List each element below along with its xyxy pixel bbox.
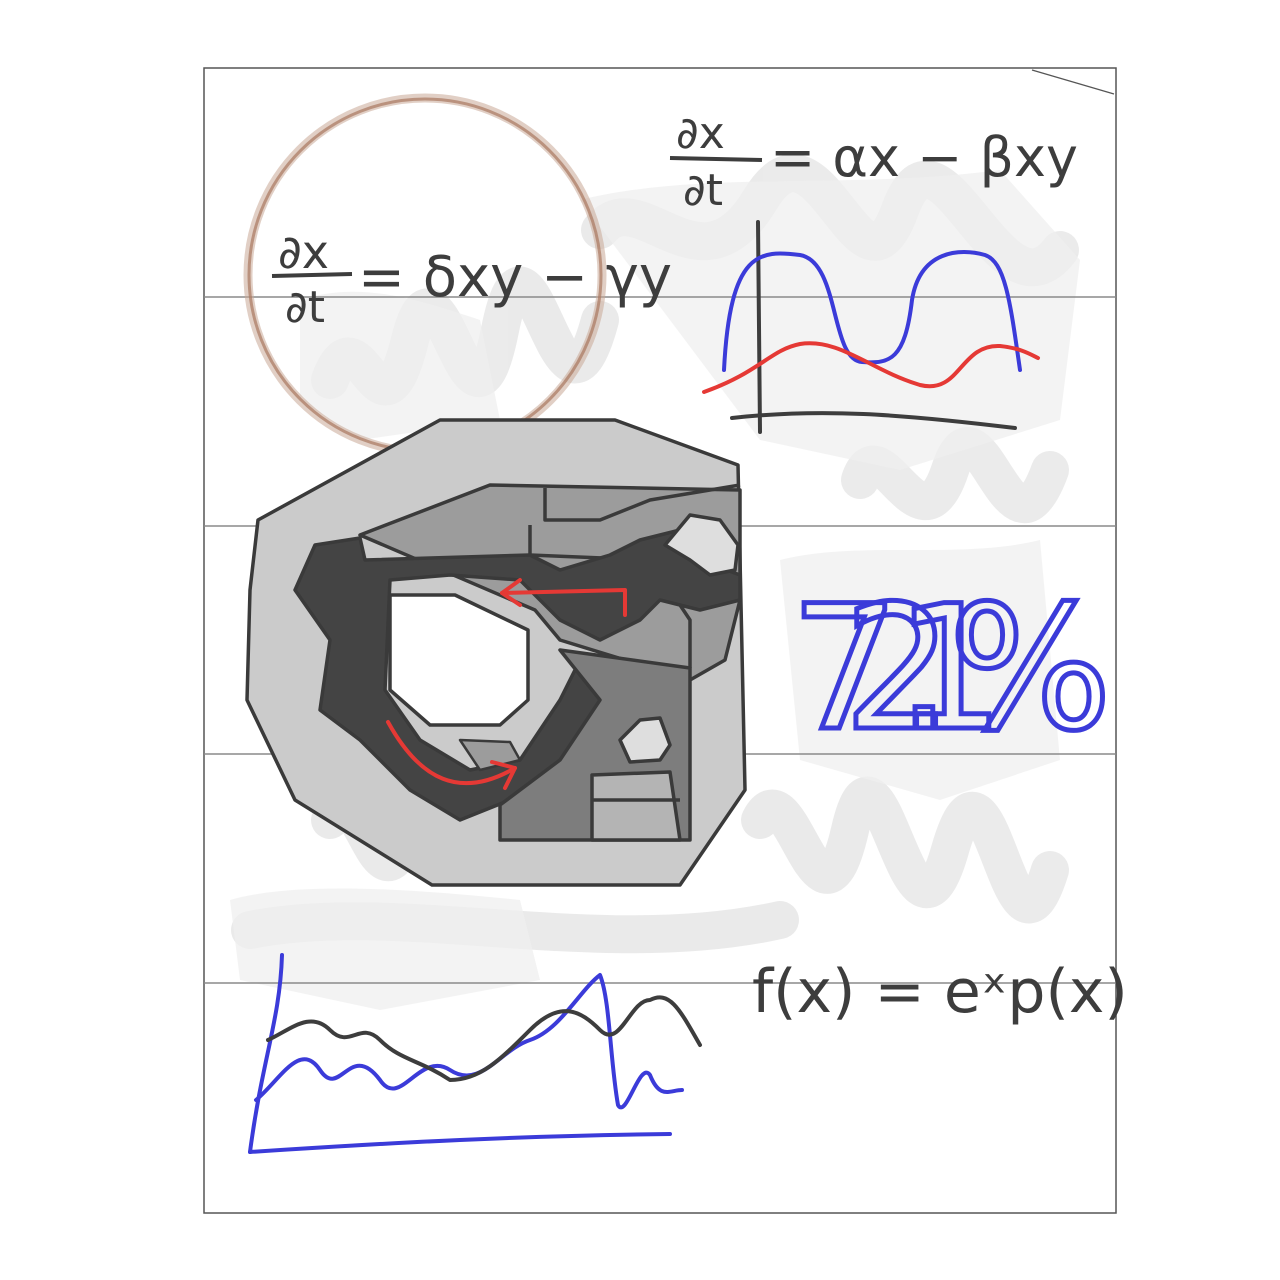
- equation-circle-rhs: = δxy − γy: [358, 245, 672, 310]
- maze-right-hole: [663, 513, 740, 577]
- page-corner-fold: [1031, 69, 1115, 95]
- maze-small-hole: [618, 716, 672, 764]
- plot-red-curve: [702, 341, 1040, 394]
- fraction-bar: [271, 272, 353, 278]
- arrow-top-shaft: [500, 588, 627, 617]
- equation-top-numerator: ∂x: [676, 108, 725, 159]
- equation-top: ∂x ∂t = αx − βxy: [669, 108, 1078, 216]
- percentage-value: 72.1%: [790, 568, 1106, 769]
- plot-y-axis: [756, 220, 762, 434]
- fraction-bar: [669, 156, 763, 162]
- maze-diagram: [245, 418, 747, 887]
- noisy-plot-y-axis: [248, 953, 284, 1154]
- equation-circle: ∂x ∂t = δxy − γy: [271, 225, 672, 333]
- equation-top-rhs: = αx − βxy: [770, 126, 1078, 189]
- plot-x-axis: [730, 411, 1017, 430]
- flow-arrows: [386, 578, 627, 790]
- arrow-bottom-head: [490, 760, 517, 790]
- equation-top-denominator: ∂t: [683, 165, 723, 216]
- noisy-plot-x-axis: [248, 1132, 672, 1154]
- maze-upper-edge: [543, 483, 741, 522]
- equation-circle-numerator: ∂x: [278, 225, 329, 279]
- noisy-plot-black-series: [266, 995, 702, 1082]
- background-blobs: [230, 170, 1080, 1010]
- equation-bottom: f(x) = eˣp(x): [752, 957, 1128, 1027]
- maze-lower-box: [590, 770, 682, 842]
- oscillation-plot: [702, 220, 1040, 434]
- plot-blue-curve: [722, 250, 1022, 372]
- arrow-top-head: [500, 578, 522, 607]
- equation-circle-denominator: ∂t: [285, 282, 325, 333]
- noisy-plot: [248, 953, 702, 1154]
- maze-center-hole: [388, 593, 530, 727]
- arrow-bottom-shaft: [386, 720, 517, 786]
- maze-small-slab: [458, 738, 522, 772]
